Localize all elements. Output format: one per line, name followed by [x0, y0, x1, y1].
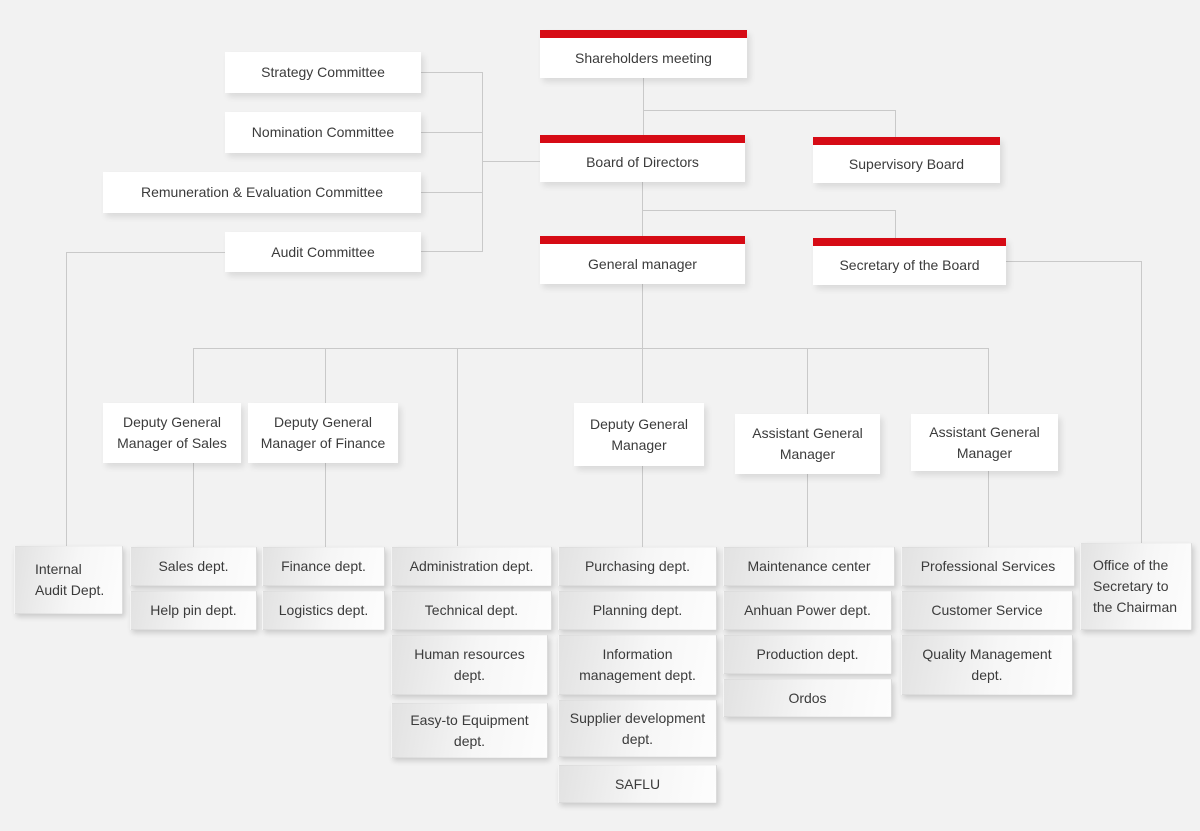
red-accent-bar	[540, 236, 745, 244]
node-label: Help pin dept.	[150, 602, 237, 618]
node-label: Customer Service	[931, 602, 1043, 618]
node-label: Internal Audit Dept.	[35, 561, 105, 598]
node-label: Technical dept.	[424, 602, 519, 618]
node-secretary-of-the-board: Secretary of the Board	[813, 238, 1006, 285]
node-easy-to-equipment-dept: Easy-to Equipment dept.	[391, 703, 548, 758]
node-label: Office of the Secretary to the Chairman	[1093, 557, 1178, 615]
node-remuneration-evaluation-committee: Remuneration & Evaluation Committee	[103, 172, 421, 213]
node-label: Sales dept.	[158, 558, 229, 574]
node-ordos: Ordos	[723, 679, 892, 717]
connector-vline	[66, 252, 67, 546]
connector-hline	[66, 252, 225, 253]
node-general-manager: General manager	[540, 236, 745, 284]
red-accent-bar	[540, 135, 745, 143]
node-label: Assistant General Manager	[929, 423, 1040, 461]
red-accent-bar	[813, 238, 1006, 246]
node-label: SAFLU	[614, 775, 661, 792]
node-strategy-committee: Strategy Committee	[225, 52, 421, 93]
node-label: Nomination Committee	[251, 124, 395, 140]
node-finance-dept: Finance dept.	[262, 547, 385, 586]
connector-vline	[643, 78, 644, 135]
node-label: Professional Services	[920, 558, 1056, 574]
node-label: Shareholders meeting	[575, 49, 712, 66]
node-internal-audit-dept: Internal Audit Dept.	[14, 546, 123, 614]
node-maintenance-center: Maintenance center	[723, 547, 895, 586]
node-anhuan-power-dept: Anhuan Power dept.	[723, 591, 892, 630]
node-supplier-development-dept: Supplier development dept.	[558, 700, 717, 757]
node-purchasing-dept: Purchasing dept.	[558, 547, 717, 586]
connector-hline	[421, 72, 482, 73]
node-label: Administration dept.	[409, 558, 534, 574]
node-label: Ordos	[788, 689, 827, 706]
node-label: Strategy Committee	[261, 64, 385, 80]
node-saflu: SAFLU	[558, 765, 717, 803]
node-logistics-dept: Logistics dept.	[262, 591, 385, 630]
node-deputy-gm-sales: Deputy General Manager of Sales	[103, 403, 241, 463]
node-label: Finance dept.	[281, 558, 366, 574]
node-label: Deputy General Manager of Sales	[117, 414, 227, 451]
node-label: Anhuan Power dept.	[744, 602, 871, 618]
node-label: Human resources dept.	[414, 646, 525, 683]
node-shareholders-meeting: Shareholders meeting	[540, 30, 747, 78]
node-deputy-gm: Deputy General Manager	[574, 403, 704, 466]
node-label: Deputy General Manager of Finance	[260, 414, 386, 451]
node-quality-management-dept: Quality Management dept.	[901, 635, 1073, 695]
connector-vline	[1141, 261, 1142, 543]
connector-vline	[895, 110, 896, 137]
connector-vline	[482, 72, 483, 252]
node-audit-committee: Audit Committee	[225, 232, 421, 272]
node-label: General manager	[588, 255, 697, 272]
node-label: Board of Directors	[586, 154, 699, 170]
node-label: Secretary of the Board	[839, 257, 980, 273]
connector-vline	[642, 182, 643, 236]
red-accent-bar	[813, 137, 1000, 145]
red-accent-bar	[540, 30, 747, 38]
connector-hline	[421, 132, 482, 133]
node-help-pin-dept: Help pin dept.	[130, 591, 257, 630]
node-label: Easy-to Equipment dept.	[410, 711, 529, 749]
node-label: Assistant General Manager	[752, 425, 863, 462]
node-nomination-committee: Nomination Committee	[225, 112, 421, 153]
node-label: Quality Management dept.	[922, 646, 1052, 683]
node-label: Remuneration & Evaluation Committee	[140, 184, 383, 200]
node-label: Production dept.	[756, 646, 859, 662]
node-label: Logistics dept.	[278, 602, 369, 618]
connector-hline	[1006, 261, 1141, 262]
node-label: Supervisory Board	[848, 155, 965, 172]
connector-hline	[193, 348, 988, 349]
node-customer-service: Customer Service	[901, 591, 1073, 630]
node-human-resources-dept: Human resources dept.	[391, 635, 548, 695]
connector-hline	[642, 210, 895, 211]
node-label: Deputy General Manager	[589, 415, 689, 453]
node-sales-dept: Sales dept.	[130, 547, 257, 586]
connector-vline	[895, 210, 896, 238]
node-label: Maintenance center	[747, 558, 871, 574]
connector-hline	[421, 251, 482, 252]
connector-vline	[457, 348, 458, 546]
node-label: Audit Committee	[271, 243, 375, 260]
node-professional-services: Professional Services	[901, 547, 1075, 586]
connector-hline	[421, 192, 482, 193]
connector-hline	[643, 110, 895, 111]
node-label: Planning dept.	[592, 602, 683, 618]
node-production-dept: Production dept.	[723, 635, 892, 674]
node-label: Purchasing dept.	[584, 558, 691, 574]
node-office-secretary-chairman: Office of the Secretary to the Chairman	[1080, 543, 1192, 630]
node-supervisory-board: Supervisory Board	[813, 137, 1000, 183]
node-label: Supplier development dept.	[569, 709, 706, 747]
node-deputy-gm-finance: Deputy General Manager of Finance	[248, 403, 398, 463]
node-board-of-directors: Board of Directors	[540, 135, 745, 182]
node-assistant-gm-2: Assistant General Manager	[911, 414, 1058, 471]
node-label: Information management dept.	[579, 646, 696, 683]
node-technical-dept: Technical dept.	[391, 591, 552, 630]
node-planning-dept: Planning dept.	[558, 591, 717, 630]
connector-hline	[482, 161, 540, 162]
node-assistant-gm-1: Assistant General Manager	[735, 414, 880, 474]
node-information-management-dept: Information management dept.	[558, 635, 717, 695]
node-administration-dept: Administration dept.	[391, 547, 552, 586]
